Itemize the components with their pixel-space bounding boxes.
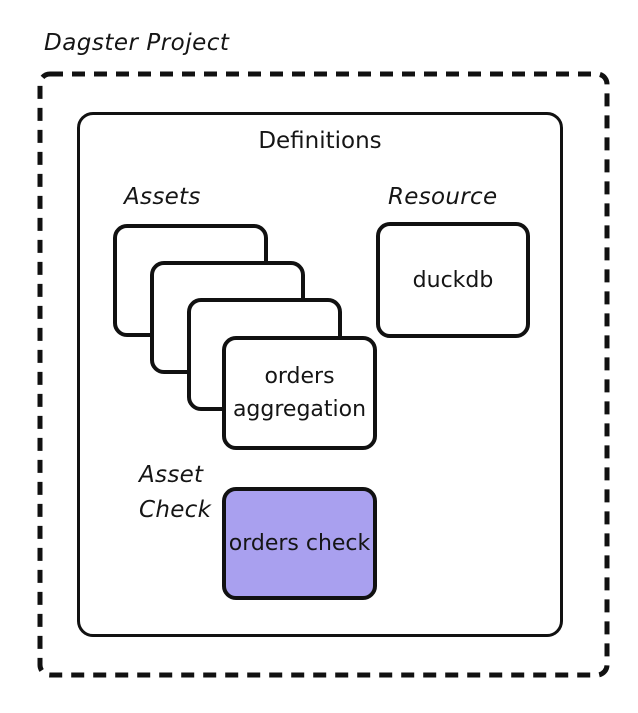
orders-aggregation-label: orders aggregation: [232, 364, 367, 422]
asset-node-orders-aggregation: orders aggregation: [222, 336, 377, 450]
definitions-label: Definitions: [258, 128, 382, 154]
resource-group-label: Resource: [388, 184, 498, 210]
resource-node-duckdb: duckdb: [376, 222, 530, 338]
asset-check-group-label: Asset Check: [139, 462, 212, 523]
assets-group-label: Assets: [124, 184, 201, 210]
duckdb-label: duckdb: [412, 267, 494, 293]
diagram-title: Dagster Project: [44, 30, 230, 56]
asset-check-node-orders-check: orders check: [222, 487, 377, 600]
orders-check-label: orders check: [228, 531, 371, 556]
